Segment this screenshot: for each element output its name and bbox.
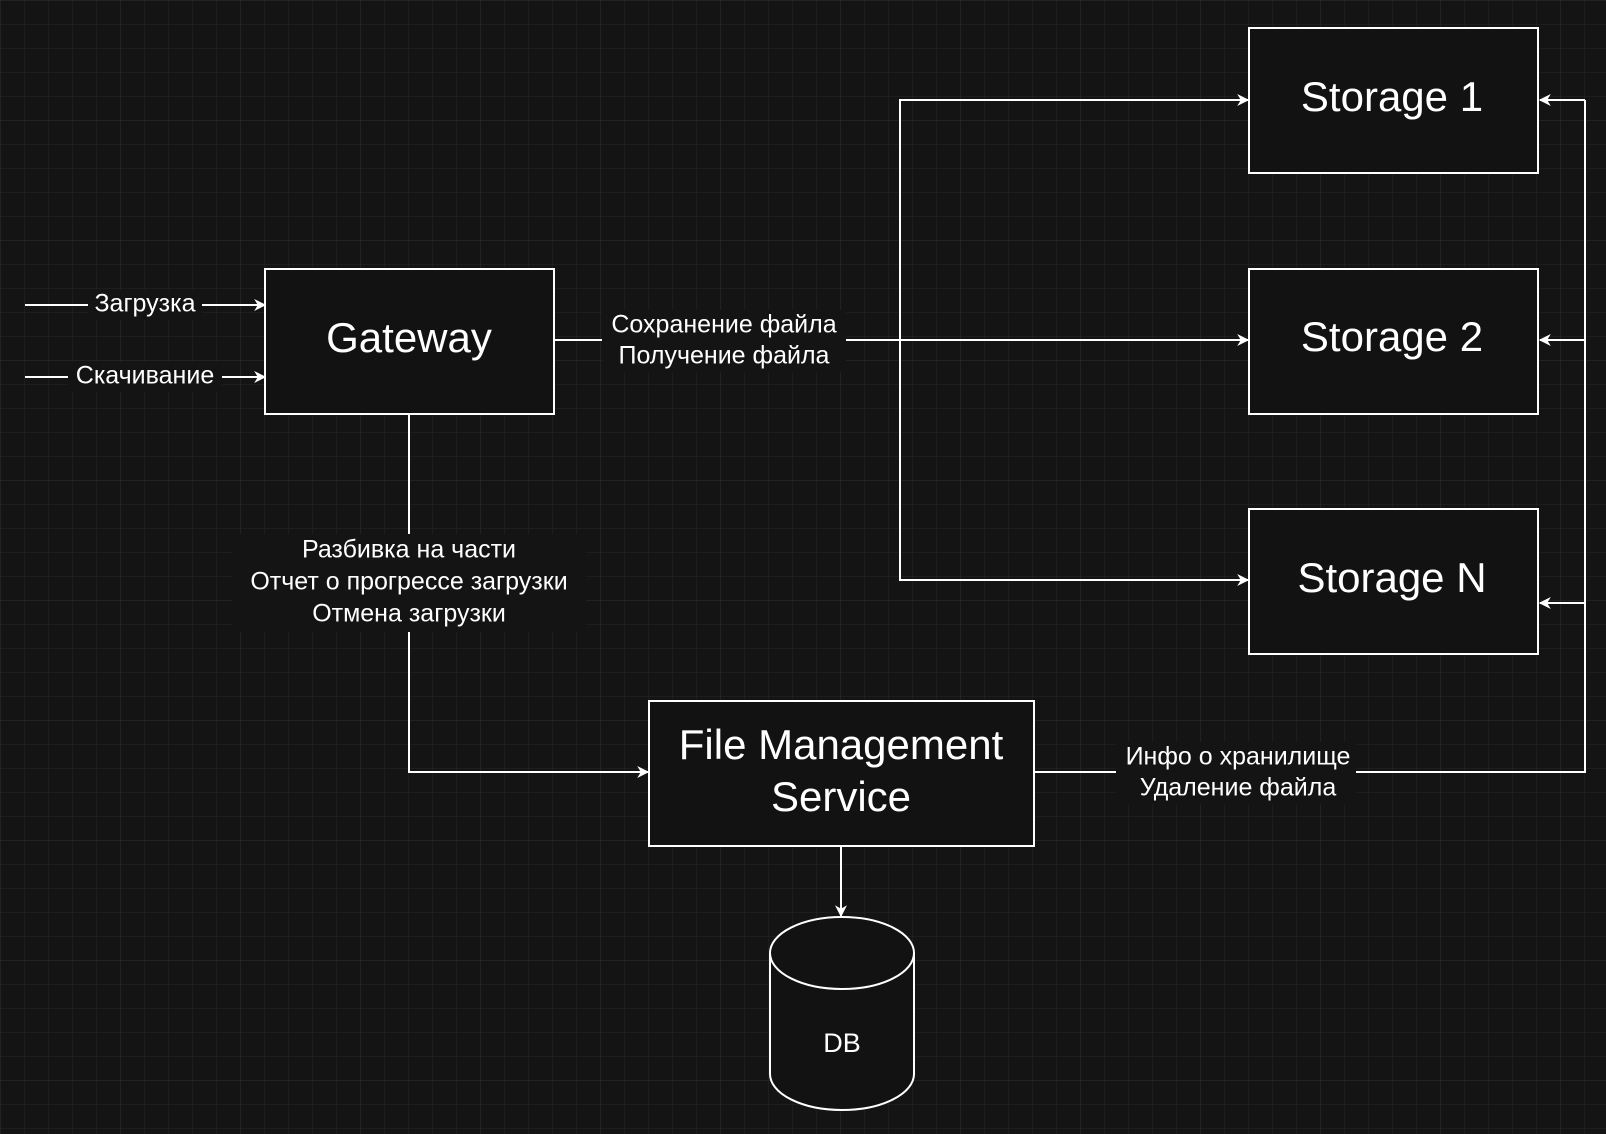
db-node[interactable]: DB <box>769 916 915 1111</box>
upload-label: Загрузка <box>94 290 195 318</box>
edge-gateway-storage-n[interactable] <box>899 340 1250 586</box>
gateway-fms-label-line3: Отмена загрузки <box>312 600 506 628</box>
download-label: Скачивание <box>76 362 214 390</box>
file-management-service-node[interactable]: File Management Service <box>648 700 1035 847</box>
storage-n-node[interactable]: Storage N <box>1248 508 1539 655</box>
storage-1-title: Storage 1 <box>1301 73 1483 120</box>
edge-gateway-fms[interactable] <box>408 414 650 778</box>
gateway-fms-label-line1: Разбивка на части <box>302 536 516 564</box>
fms-title-line1: File Management <box>679 721 1004 768</box>
download-label-bg <box>68 362 222 392</box>
storage-1-node[interactable]: Storage 1 <box>1248 27 1539 174</box>
storage-n-title: Storage N <box>1297 554 1486 601</box>
fms-storage-label-line2: Удаление файла <box>1140 774 1337 802</box>
storage-2-title: Storage 2 <box>1301 313 1483 360</box>
fms-storage-label-line1: Инфо о хранилище <box>1126 743 1351 771</box>
fms-storage-label-bg <box>1116 742 1356 804</box>
gateway-storage-label-bg <box>602 310 846 372</box>
storage-2-node[interactable]: Storage 2 <box>1248 268 1539 415</box>
gateway-fms-label-bg <box>232 534 586 632</box>
gateway-node[interactable]: Gateway <box>264 268 555 415</box>
upload-label-bg <box>88 290 202 320</box>
db-label: DB <box>823 1028 861 1058</box>
fms-title-line2: Service <box>771 773 911 820</box>
gateway-fms-label-line2: Отчет о прогрессе загрузки <box>250 568 567 596</box>
gateway-storage-label-line1: Сохранение файла <box>611 311 836 339</box>
gateway-title: Gateway <box>326 314 492 361</box>
edge-gateway-storage-1[interactable] <box>899 94 1250 340</box>
gateway-storage-label-line2: Получение файла <box>619 342 830 370</box>
